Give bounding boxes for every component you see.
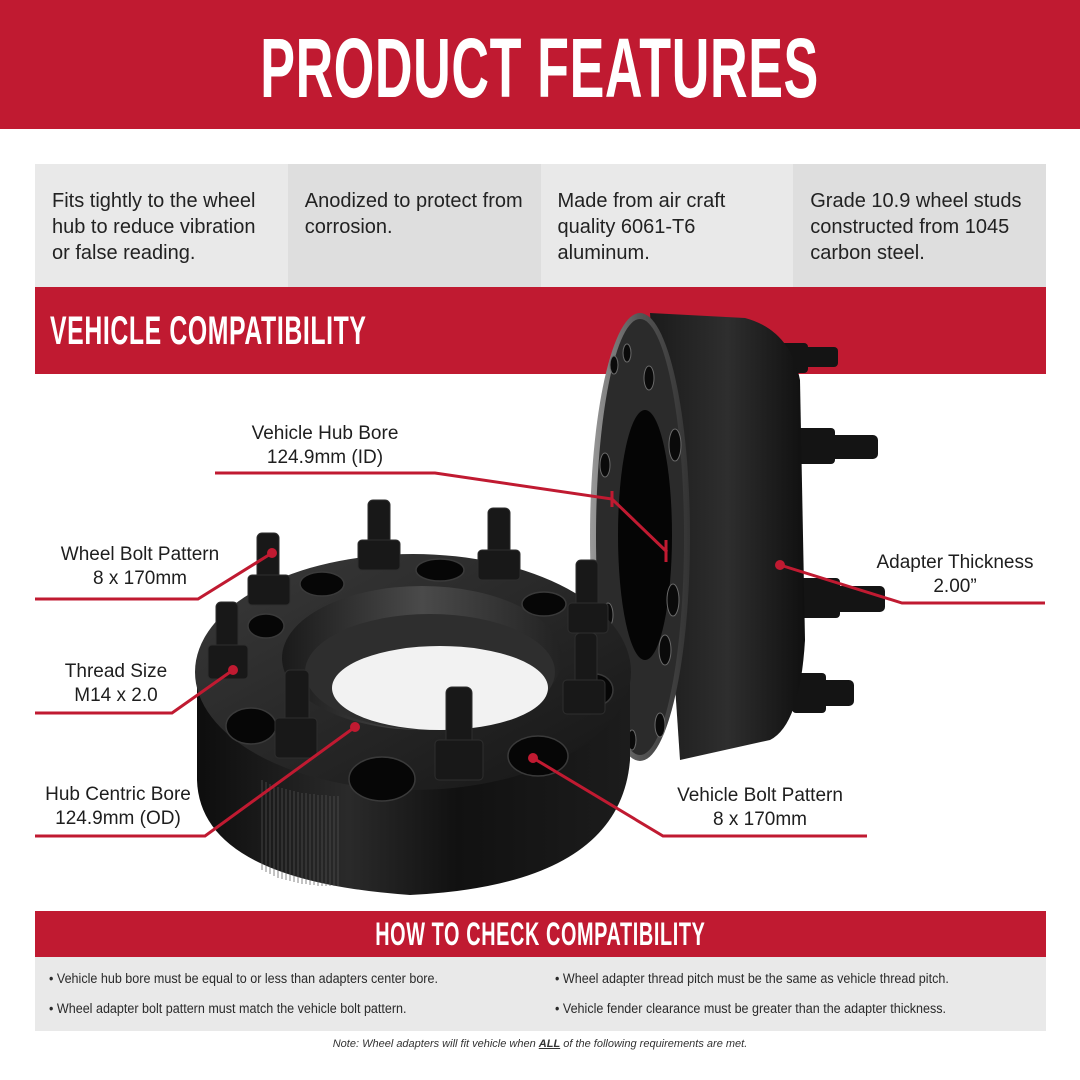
callout-hub-centric-bore: Hub Centric Bore 124.9mm (OD) (45, 784, 191, 829)
requirement-bolt-pattern: • Wheel adapter bolt pattern must match … (49, 1001, 407, 1016)
lying-adapter (195, 499, 631, 895)
page-title: PRODUCT FEATURES (260, 20, 820, 115)
feature-studs: Grade 10.9 wheel studs constructed from … (793, 164, 1046, 287)
feature-fit: Fits tightly to the wheel hub to reduce … (35, 164, 288, 287)
features-row: Fits tightly to the wheel hub to reduce … (35, 164, 1046, 287)
callout-vehicle-hub-bore: Vehicle Hub Bore 124.9mm (ID) (251, 423, 399, 468)
vehicle-compatibility-bar: VEHICLE COMPATIBILITY (35, 287, 1046, 374)
feature-anodized: Anodized to protect from corrosion. (287, 164, 541, 287)
requirement-fender-clearance: • Vehicle fender clearance must be great… (555, 1001, 947, 1016)
how-to-check-list: • Vehicle hub bore must be equal to or l… (35, 957, 1046, 1031)
how-to-check-title: HOW TO CHECK COMPATIBILITY (375, 916, 706, 952)
standing-adapter (590, 313, 885, 761)
vehicle-compatibility-title: VEHICLE COMPATIBILITY (50, 309, 367, 353)
how-to-check-bar: HOW TO CHECK COMPATIBILITY (35, 911, 1046, 957)
requirement-thread-pitch: • Wheel adapter thread pitch must be the… (555, 971, 949, 986)
callout-thread-size: Thread Size M14 x 2.0 (64, 661, 168, 706)
note-emphasis: ALL (538, 1038, 561, 1050)
requirement-hub-bore: • Vehicle hub bore must be equal to or l… (49, 971, 438, 986)
callout-wheel-bolt-pattern: Wheel Bolt Pattern 8 x 170mm (60, 544, 220, 589)
header-banner: PRODUCT FEATURES (0, 0, 1080, 129)
callout-adapter-thickness: Adapter Thickness 2.00” (876, 552, 1034, 597)
feature-aluminum: Made from air craft quality 6061-T6 alum… (540, 164, 794, 287)
compatibility-note: Note: Wheel adapters will fit vehicle wh… (332, 1038, 748, 1050)
callout-lines (35, 471, 1045, 838)
callout-vehicle-bolt-pattern: Vehicle Bolt Pattern 8 x 170mm (677, 785, 843, 830)
